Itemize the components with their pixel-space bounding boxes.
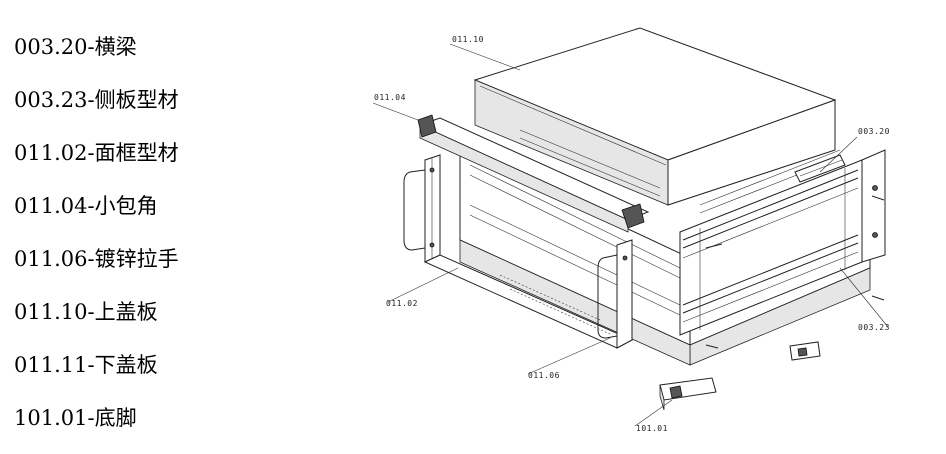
callout-011-10: 011.10	[452, 35, 484, 44]
callout-labels: 011.10 011.04 003.20 011.02 003.23 011.0…	[374, 35, 890, 433]
callout-101-01: 101.01	[636, 424, 668, 433]
front-frame-profile	[423, 154, 634, 349]
legend-item-003-20: 003.20-横梁	[14, 35, 137, 59]
crossbeam	[794, 154, 846, 183]
legend-code: 011.11	[14, 353, 88, 377]
legend-item-011-10: 011.10-上盖板	[14, 300, 158, 324]
legend-name: 上盖板	[94, 300, 158, 324]
legend-item-011-06: 011.06-镀锌拉手	[14, 247, 179, 271]
handles	[403, 169, 618, 339]
callout-011-02: 011.02	[386, 299, 418, 308]
legend-name: 面框型材	[94, 141, 179, 165]
legend-code: 011.06	[14, 247, 88, 271]
feet	[659, 341, 821, 411]
callout-003-23: 003.23	[858, 323, 890, 332]
legend-code: 003.23	[14, 88, 88, 112]
legend-code: 011.04	[14, 194, 88, 218]
top-cover	[473, 27, 837, 206]
legend-code: 011.10	[14, 300, 88, 324]
corner-bracket-bar	[417, 114, 650, 233]
legend-item-011-02: 011.02-面框型材	[14, 141, 179, 165]
legend-name: 侧板型材	[94, 88, 179, 112]
legend-name: 下盖板	[94, 353, 158, 377]
callout-011-04: 011.04	[374, 93, 406, 102]
exploded-enclosure-drawing: 011.10 011.04 003.20 011.02 003.23 011.0…	[372, 27, 890, 433]
callout-011-06: 011.06	[528, 371, 560, 380]
legend-item-011-11: 011.11-下盖板	[14, 353, 158, 377]
legend-item-101-01: 101.01-底脚	[14, 406, 137, 430]
callout-003-20: 003.20	[858, 127, 890, 136]
legend-code: 003.20	[14, 35, 88, 59]
legend-item-011-04: 011.04-小包角	[14, 194, 158, 218]
legend-name: 小包角	[94, 194, 158, 218]
legend-name: 镀锌拉手	[94, 247, 179, 271]
parts-legend: 003.20-横梁 003.23-侧板型材 011.02-面框型材 011.04…	[14, 30, 314, 454]
screws	[705, 195, 885, 349]
legend-code: 101.01	[14, 406, 88, 430]
side-panel-profile	[679, 149, 886, 336]
legend-code: 011.02	[14, 141, 88, 165]
legend-item-003-23: 003.23-侧板型材	[14, 88, 179, 112]
legend-name: 底脚	[94, 406, 137, 430]
leader-lines	[372, 43, 889, 427]
legend-name: 横梁	[94, 35, 137, 59]
